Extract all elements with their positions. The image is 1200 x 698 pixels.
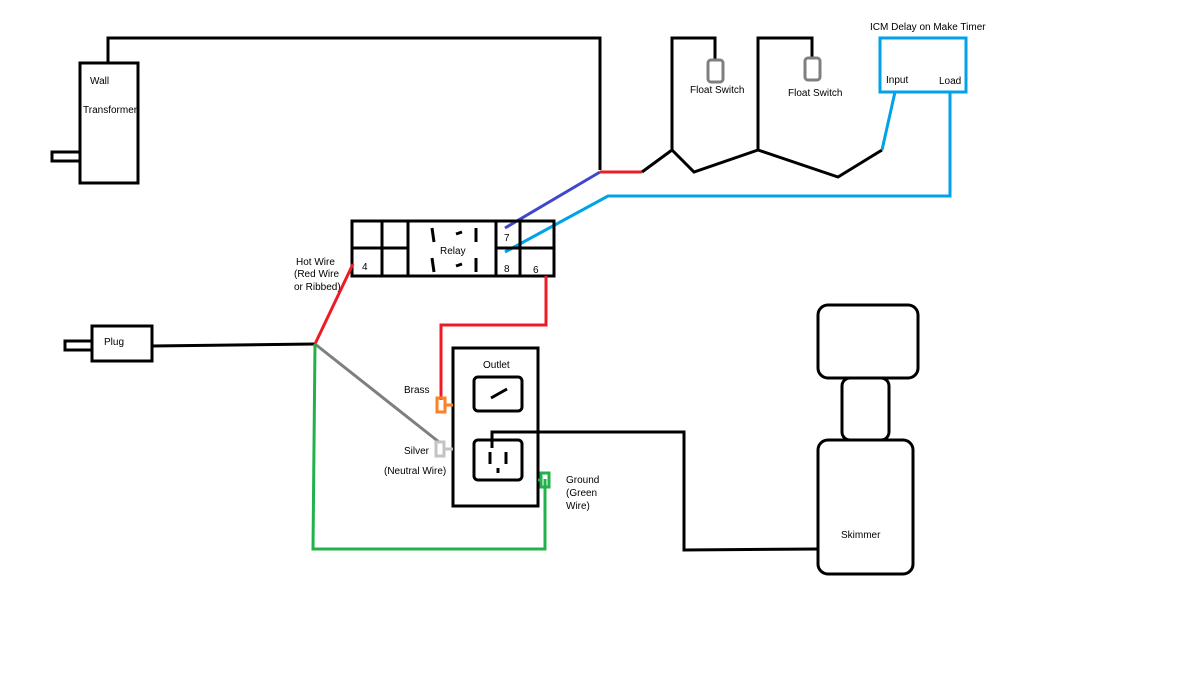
ground-wire (311, 343, 547, 551)
relay: Relay 4 6 7 8 (350, 219, 556, 278)
label-plug: Plug (104, 337, 124, 348)
label-timer-input: Input (886, 75, 908, 86)
plug-prong (63, 339, 94, 352)
plug: Plug (63, 324, 154, 363)
transformer-wire (106, 36, 602, 170)
label-pin-7: 7 (504, 233, 510, 244)
float-switch-2-wire (756, 36, 814, 150)
outlet-socket-top (472, 375, 524, 413)
timer-box (878, 36, 968, 94)
skimmer-neck (840, 376, 891, 442)
label-wall: Wall (90, 76, 109, 87)
float-switch-2: Float Switch (756, 36, 883, 179)
label-ground-1: Ground (566, 475, 599, 486)
skimmer-top (816, 303, 920, 380)
wall-transformer: Wall Transformer (50, 61, 140, 185)
label-float-switch-1: Float Switch (690, 85, 744, 96)
label-relay: Relay (440, 246, 466, 257)
label-timer-load: Load (939, 76, 961, 87)
silver-terminal (434, 440, 446, 458)
timer-load-wire (504, 92, 952, 254)
float-switch-2-icon (803, 56, 822, 82)
icm-timer: ICM Delay on Make Timer Input Load (870, 22, 986, 94)
float-switch-1-wire (670, 36, 717, 150)
relay-to-brass-wire (439, 276, 548, 400)
outlet: Outlet Brass Silver (Neutral Wire) Groun… (384, 346, 599, 512)
outlet-socket-bottom (472, 438, 524, 482)
label-transformer: Transformer (83, 105, 138, 116)
timer-input-wire (880, 91, 897, 151)
label-hot-wire-3: or Ribbed) (294, 282, 341, 293)
label-hot-wire-2: (Red Wire (294, 269, 339, 280)
transformer-prong (50, 150, 82, 163)
label-pin-6: 6 (533, 265, 539, 276)
label-hot-wire-1: Hot Wire (296, 257, 335, 268)
brass-terminal (435, 396, 447, 414)
label-brass: Brass (404, 385, 430, 396)
label-ground-2: (Green (566, 488, 597, 499)
hot-wire (313, 263, 355, 345)
plug-cord (151, 342, 316, 348)
label-silver: Silver (404, 446, 430, 457)
label-pin-4: 4 (362, 262, 368, 273)
float-switch-chain-2 (757, 148, 883, 179)
label-timer-title: ICM Delay on Make Timer (870, 22, 986, 33)
skimmer-cord (490, 430, 819, 552)
float-switch-1: Float Switch (641, 36, 759, 174)
label-neutral: (Neutral Wire) (384, 466, 446, 477)
label-ground-3: Wire) (566, 501, 590, 512)
label-outlet: Outlet (483, 360, 510, 371)
outlet-body (451, 346, 540, 508)
label-pin-8: 8 (504, 264, 510, 275)
float-switch-1-icon (706, 58, 725, 84)
float-switch-chain-1 (641, 148, 759, 174)
label-skimmer: Skimmer (841, 530, 881, 541)
skimmer: Skimmer (816, 303, 920, 576)
skimmer-body (816, 438, 915, 576)
purple-wire (504, 170, 601, 230)
neutral-wire (314, 342, 440, 444)
label-float-switch-2: Float Switch (788, 88, 842, 99)
